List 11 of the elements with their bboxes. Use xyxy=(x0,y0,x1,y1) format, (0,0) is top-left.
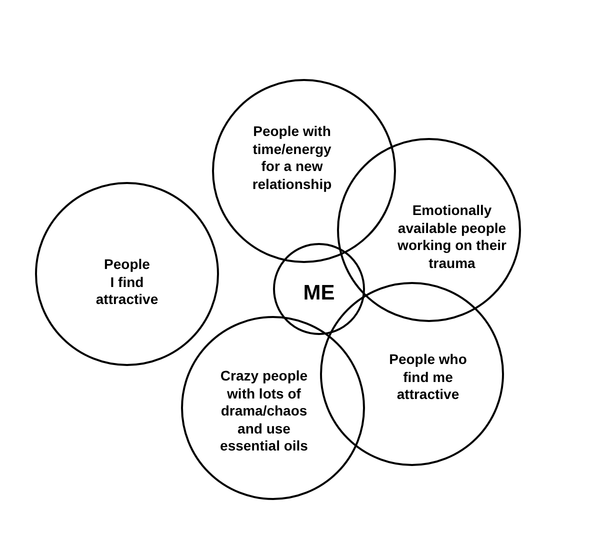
venn-circle xyxy=(35,182,219,366)
venn-circle xyxy=(273,243,365,335)
circle-label: ME xyxy=(303,284,335,302)
venn-circle xyxy=(181,316,365,500)
circle-label: People who find me attractive xyxy=(389,350,467,404)
circle-label: People with time/energy for a new relationship xyxy=(252,123,332,193)
venn-circle xyxy=(212,79,396,263)
venn-circle xyxy=(337,138,521,322)
circle-label: Crazy people with lots of drama/chaos and use essential oils xyxy=(220,367,308,455)
circle-label: People I find attractive xyxy=(96,256,158,308)
circle-label: Emotionally available people working on their trauma xyxy=(398,202,506,272)
